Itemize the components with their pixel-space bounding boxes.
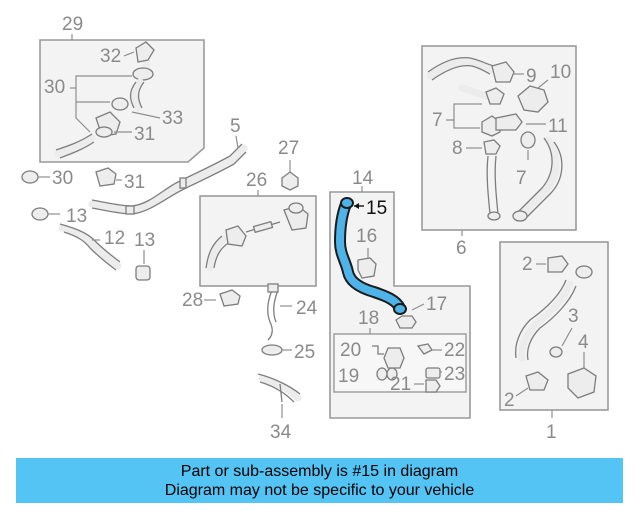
clamp-13[interactable] bbox=[31, 207, 49, 221]
parts-diagram: 29 32 30 33 31 30 31 5 bbox=[21, 14, 609, 443]
callout-15[interactable]: 15 bbox=[366, 198, 387, 219]
bracket[interactable] bbox=[125, 205, 135, 215]
hose-end[interactable] bbox=[487, 211, 501, 221]
fitting-9[interactable] bbox=[491, 61, 515, 83]
clamp-2-lower[interactable] bbox=[525, 371, 549, 391]
hose-12: 13 12 13 bbox=[31, 206, 155, 281]
o-ring-25[interactable] bbox=[261, 344, 283, 356]
housing-10[interactable] bbox=[517, 85, 549, 113]
callout-32[interactable]: 32 bbox=[100, 46, 121, 67]
callout-4[interactable]: 4 bbox=[578, 332, 589, 353]
callout-9[interactable]: 9 bbox=[526, 66, 537, 87]
group-1: 1 2 3 4 2 bbox=[499, 241, 609, 443]
hose-15-highlight[interactable] bbox=[334, 197, 407, 315]
clamp-33[interactable] bbox=[111, 97, 129, 111]
banner-line-2: Diagram may not be specific to your vehi… bbox=[164, 481, 475, 499]
clamp-28[interactable] bbox=[219, 289, 241, 307]
callout-13b[interactable]: 13 bbox=[134, 230, 155, 251]
clamp-part[interactable] bbox=[288, 202, 304, 214]
tee-11[interactable] bbox=[495, 113, 523, 131]
callout-30b[interactable]: 30 bbox=[52, 168, 73, 189]
clamp-13-lower[interactable] bbox=[135, 265, 151, 281]
callout-19[interactable]: 19 bbox=[338, 366, 359, 387]
clamp-30[interactable] bbox=[21, 170, 39, 184]
callout-23[interactable]: 23 bbox=[444, 364, 465, 385]
callout-7[interactable]: 7 bbox=[432, 110, 443, 131]
fitting-8[interactable] bbox=[483, 139, 501, 155]
callout-26[interactable]: 26 bbox=[246, 170, 267, 191]
clamp-part[interactable] bbox=[132, 67, 154, 81]
callout-12[interactable]: 12 bbox=[104, 228, 125, 249]
callout-6[interactable]: 6 bbox=[456, 238, 467, 259]
callout-29[interactable]: 29 bbox=[62, 14, 83, 35]
callout-22[interactable]: 22 bbox=[444, 340, 465, 361]
clamp-27[interactable] bbox=[281, 171, 299, 191]
callout-14[interactable]: 14 bbox=[352, 168, 374, 189]
callout-13[interactable]: 13 bbox=[66, 206, 87, 227]
callout-34[interactable]: 34 bbox=[270, 422, 292, 443]
info-banner: Part or sub-assembly is #15 in diagram D… bbox=[16, 458, 623, 503]
banner-line-1: Part or sub-assembly is #15 in diagram bbox=[180, 462, 459, 480]
callout-25[interactable]: 25 bbox=[294, 342, 315, 363]
hose-elbow-32[interactable] bbox=[135, 41, 155, 63]
fitting-part[interactable] bbox=[225, 225, 247, 247]
callout-16[interactable]: 16 bbox=[356, 226, 377, 247]
callout-28[interactable]: 28 bbox=[182, 290, 203, 311]
callout-7b[interactable]: 7 bbox=[516, 168, 527, 189]
fitting-24[interactable] bbox=[267, 283, 279, 293]
clamp-7-lower[interactable] bbox=[520, 131, 536, 149]
pipe-5: 5 bbox=[88, 116, 248, 215]
housing-4[interactable] bbox=[567, 367, 597, 399]
callout-30[interactable]: 30 bbox=[44, 77, 65, 98]
clamp-7-upper[interactable] bbox=[485, 87, 505, 105]
callout-18[interactable]: 18 bbox=[358, 308, 379, 329]
clamp-part-lower[interactable] bbox=[95, 126, 113, 138]
loose-clamps: 30 31 bbox=[21, 167, 145, 193]
callout-3[interactable]: 3 bbox=[568, 306, 579, 327]
sensor-23[interactable] bbox=[425, 367, 441, 379]
valve-part[interactable] bbox=[252, 220, 274, 234]
callout-31b[interactable]: 31 bbox=[124, 172, 145, 193]
callout-17[interactable]: 17 bbox=[426, 294, 447, 315]
callout-2[interactable]: 2 bbox=[522, 254, 533, 275]
clamp-3[interactable] bbox=[549, 346, 563, 358]
o-ring-19[interactable] bbox=[376, 367, 388, 381]
bracket-16[interactable] bbox=[357, 257, 377, 279]
clamp-end[interactable] bbox=[512, 210, 528, 222]
o-ring-19b[interactable] bbox=[386, 367, 398, 381]
group-29: 29 32 30 33 31 bbox=[39, 14, 205, 163]
callout-24[interactable]: 24 bbox=[296, 298, 318, 319]
callout-8[interactable]: 8 bbox=[452, 138, 463, 159]
bracket[interactable] bbox=[179, 177, 187, 189]
callout-20[interactable]: 20 bbox=[340, 340, 361, 361]
part-27: 27 bbox=[278, 138, 299, 191]
callout-27[interactable]: 27 bbox=[278, 138, 299, 159]
hose-15-upper-clamp[interactable] bbox=[340, 197, 354, 209]
hose-15-lower-clamp[interactable] bbox=[393, 303, 407, 315]
group-14: 14 15 16 17 18 20 22 19 23 21 bbox=[329, 168, 471, 419]
group-26: 26 bbox=[199, 170, 317, 287]
callout-10[interactable]: 10 bbox=[550, 62, 571, 83]
callout-5[interactable]: 5 bbox=[230, 116, 241, 137]
callout-2b[interactable]: 2 bbox=[504, 390, 515, 411]
clamp-2b[interactable] bbox=[575, 265, 593, 279]
clamp-31[interactable] bbox=[95, 167, 117, 187]
callout-21[interactable]: 21 bbox=[390, 374, 411, 395]
callout-11[interactable]: 11 bbox=[548, 116, 568, 137]
cap-17[interactable] bbox=[395, 315, 417, 329]
lower-left-parts: 28 24 25 34 bbox=[182, 283, 318, 443]
clamp-2[interactable] bbox=[547, 255, 569, 273]
group-6: 6 9 10 7 11 8 7 bbox=[421, 45, 577, 259]
callout-33[interactable]: 33 bbox=[162, 108, 183, 129]
callout-31[interactable]: 31 bbox=[134, 124, 155, 145]
callout-1[interactable]: 1 bbox=[546, 422, 557, 443]
fitting-21[interactable] bbox=[425, 379, 441, 393]
housing-18[interactable] bbox=[383, 347, 405, 369]
